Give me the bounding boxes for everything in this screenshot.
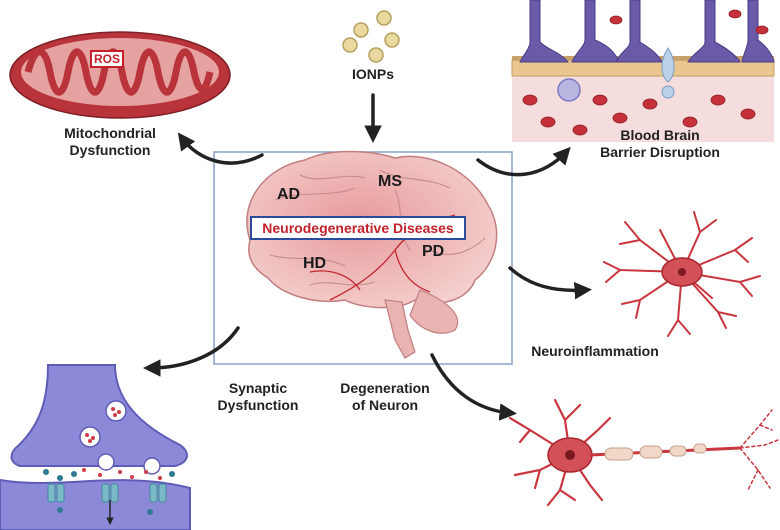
arrow-to-neuroinflammation: [508, 266, 592, 300]
synaptic-dysfunction-label: Synaptic Dysfunction: [217, 380, 299, 413]
brain-illustration: [246, 150, 498, 359]
neuron-illustration: [508, 398, 779, 507]
arrow-to-bbb: [476, 146, 571, 177]
arrow-to-synapse: [143, 326, 240, 377]
arrow-to-mitochondria: [177, 132, 264, 165]
synapse-illustration: [0, 364, 191, 530]
arrow-to-neuron: [430, 353, 517, 421]
ros-label: ROS: [90, 50, 124, 68]
mitochondrion-illustration: [9, 31, 231, 119]
hd-label: HD: [303, 255, 327, 272]
neuron-degeneration-label: Degeneration of Neuron: [340, 380, 430, 413]
neurodegenerative-diseases-box: Neurodegenerative Diseases: [250, 216, 466, 240]
ad-label: AD: [277, 186, 301, 203]
bbb-illustration: [511, 0, 775, 142]
arrows: [143, 93, 592, 421]
astrocyte-illustration: [603, 211, 761, 337]
pd-label: PD: [422, 243, 445, 260]
mitochondrial-dysfunction-label: Mitochondrial Dysfunction: [64, 125, 156, 158]
ionps-label: IONPs: [351, 66, 394, 82]
ionp-particles: [342, 10, 400, 63]
bbb-disruption-label: Blood Brain Barrier Disruption: [600, 127, 720, 160]
ms-label: MS: [378, 173, 402, 190]
neuroinflammation-label: Neuroinflammation: [531, 343, 659, 359]
